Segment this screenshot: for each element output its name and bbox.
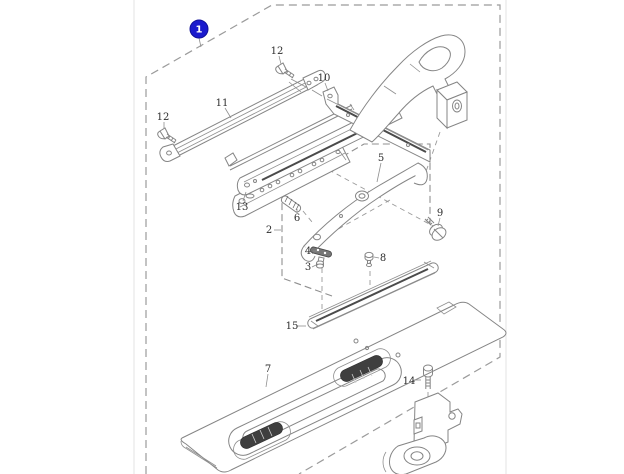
part-label-10: 10 [318,73,331,84]
part-drawing-4-clamp [310,246,332,264]
balloon-1-circle[interactable] [189,19,209,39]
part-label-3: 3 [305,262,311,273]
part-label-7: 7 [265,364,271,375]
feed-dog-right [340,355,383,382]
label-leader-lines [163,37,441,388]
part-drawing-3-nut [316,260,324,269]
hole-row [259,157,325,193]
part-drawing-12-screw-top [275,62,295,79]
part-label-9: 9 [437,208,443,219]
part-drawing-15-rail [307,260,439,330]
feed-dog-ring-left [233,421,291,460]
part-label-2: 2 [266,225,272,236]
part-label-5: 5 [378,153,384,164]
feed-dog-left [240,422,283,449]
part-drawing-7-base-plate [180,301,507,473]
part-drawing-14-screw [423,364,433,389]
part-drawing-6-pin [280,195,302,213]
part-drawing-12-screw-left [157,127,177,144]
part-label-6: 6 [294,213,300,224]
part-drawing-5-bracket [300,162,428,262]
part-drawing-slide-rail-thin [224,103,355,171]
bottom-right-clamp-assembly [382,392,463,474]
part-drawing-8-screw [364,251,374,268]
part-label-11: 11 [216,98,229,109]
balloon-1[interactable]: 1 [189,19,209,39]
part-label-4: 4 [305,246,311,257]
balloon-1-number: 1 [196,25,203,36]
part-drawing-9-thumbscrew [424,216,447,241]
part-label-12-top: 12 [271,46,284,57]
part-drawing-arm [349,34,468,143]
part-drawing-11-bar [159,69,327,162]
part-label-8: 8 [380,253,386,264]
part-drawing-13-plate [232,141,351,218]
part-label-12-left: 12 [157,112,170,123]
part-label-15: 15 [286,321,299,332]
feed-dog-ring-right [333,348,391,387]
part-label-14: 14 [403,376,416,387]
part-label-13: 13 [236,202,249,213]
group-boundary-dashed [145,4,501,474]
